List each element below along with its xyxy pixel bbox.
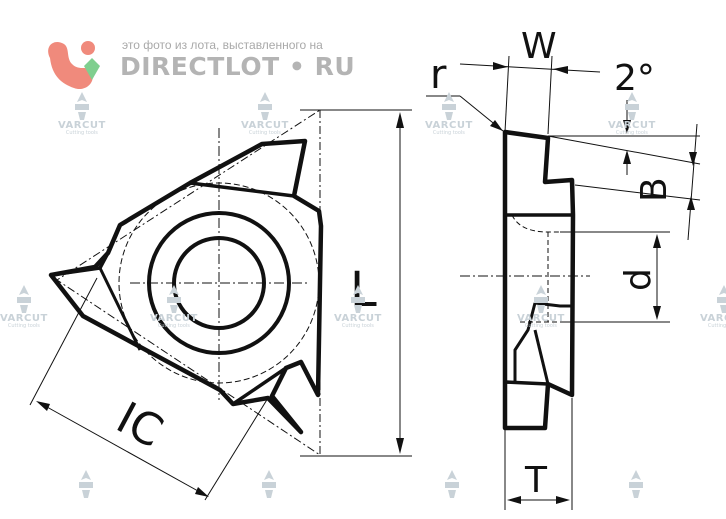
side-flute (513, 302, 537, 382)
varcut-icon (629, 470, 643, 498)
dimension-b (574, 123, 701, 241)
tip-bottom-edge (232, 366, 287, 406)
label-t: T (524, 460, 548, 501)
varcut-watermark: VARCUT Cutting tools (700, 285, 726, 329)
label-w: W (521, 26, 557, 67)
dimension-d (560, 231, 670, 323)
varcut-sub: Cutting tools (432, 130, 465, 136)
varcut-sub: Cutting tools (707, 323, 726, 329)
tip-top-edge (189, 181, 295, 198)
varcut-label: VARCUT (425, 120, 473, 131)
label-b: B (634, 177, 675, 202)
varcut-icon (445, 470, 459, 498)
varcut-watermark: VARCUT Cutting tools (150, 285, 198, 329)
label-l: L (350, 262, 377, 318)
side-flute-b (534, 301, 572, 308)
directlot-logo (48, 41, 100, 90)
varcut-watermark (258, 470, 280, 498)
varcut-sub: Cutting tools (524, 323, 557, 329)
varcut-label: VARCUT (0, 313, 48, 324)
flank-top (261, 139, 306, 146)
varcut-icon (624, 92, 639, 120)
brand-right: RU (314, 52, 356, 81)
dimension-t (504, 398, 573, 510)
varcut-sub: Cutting tools (341, 323, 374, 329)
varcut-watermark (75, 470, 97, 498)
varcut-icon (166, 285, 181, 313)
varcut-sub: Cutting tools (157, 323, 190, 329)
varcut-icon (441, 92, 456, 120)
varcut-label: VARCUT (700, 313, 726, 324)
side-notch-top (543, 137, 550, 183)
varcut-label: VARCUT (241, 120, 289, 131)
leader-r (426, 95, 504, 132)
varcut-icon (350, 285, 365, 313)
varcut-label: VARCUT (58, 120, 106, 131)
varcut-watermark: VARCUT Cutting tools (241, 92, 289, 136)
dimension-l (300, 109, 412, 457)
varcut-watermark: VARCUT Cutting tools (58, 92, 106, 136)
varcut-watermark: VARCUT Cutting tools (425, 92, 473, 136)
brand-left: DIRECTLOT (120, 52, 280, 81)
insert-top-view (48, 109, 324, 456)
varcut-sub: Cutting tools (7, 323, 40, 329)
flank-left (98, 267, 142, 351)
label-r: r (430, 52, 447, 98)
varcut-sub: Cutting tools (615, 130, 648, 136)
label-angle: 2° (614, 58, 655, 99)
watermark-caption: это фото из лота, выставленного на (122, 38, 323, 52)
varcut-label: VARCUT (150, 313, 198, 324)
varcut-icon (16, 285, 31, 313)
insert-side-view (460, 129, 590, 431)
side-flute-c (533, 329, 550, 385)
watermark-brand: DIRECTLOT • RU (120, 52, 355, 81)
varcut-icon (533, 285, 548, 313)
label-ic: IC (108, 393, 171, 459)
varcut-watermark: VARCUT Cutting tools (608, 92, 656, 136)
varcut-watermark: VARCUT Cutting tools (0, 285, 48, 329)
label-d: d (618, 268, 659, 291)
side-mid-bottom (504, 380, 549, 386)
varcut-label: VARCUT (334, 313, 382, 324)
varcut-icon (257, 92, 272, 120)
dimension-w (459, 55, 601, 135)
varcut-watermark (625, 470, 647, 498)
varcut-watermark: VARCUT Cutting tools (517, 285, 565, 329)
varcut-icon (262, 470, 276, 498)
varcut-icon (74, 92, 89, 120)
varcut-sub: Cutting tools (248, 130, 281, 136)
varcut-watermark (441, 470, 463, 498)
varcut-icon (716, 285, 726, 313)
dimension-ic (29, 277, 269, 501)
varcut-icon (79, 470, 93, 498)
varcut-label: VARCUT (517, 313, 565, 324)
varcut-watermark: VARCUT Cutting tools (334, 285, 382, 329)
inscribed-triangle (56, 109, 321, 456)
varcut-sub: Cutting tools (65, 130, 98, 136)
brand-dot: • (288, 52, 306, 81)
varcut-label: VARCUT (608, 120, 656, 131)
